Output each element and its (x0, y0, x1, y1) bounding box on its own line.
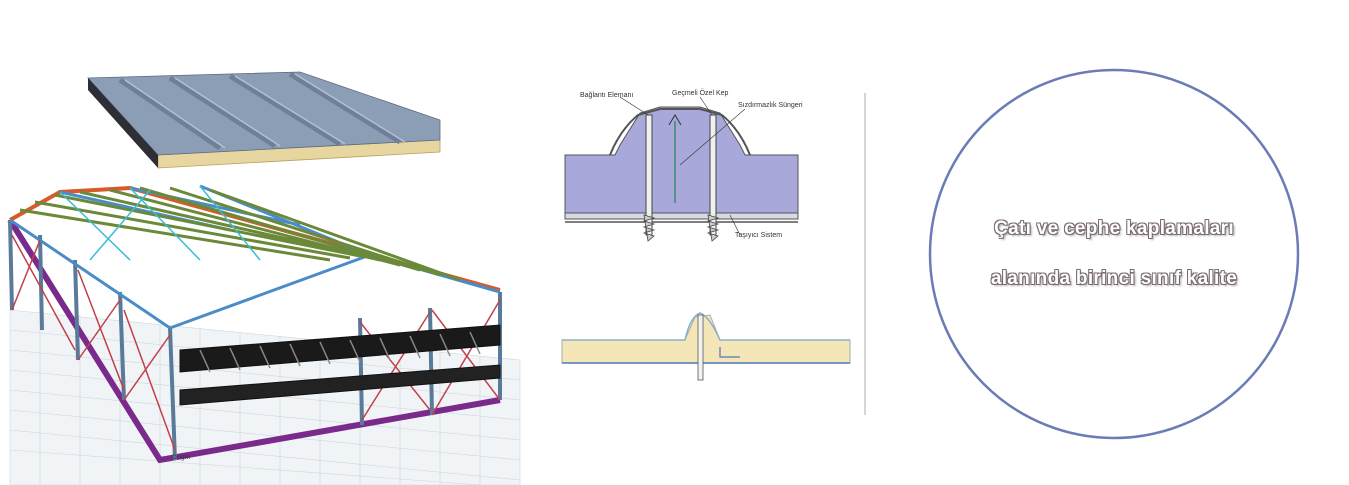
cap-label: Geçmeli Özel Kep (672, 89, 729, 97)
circle-border (928, 68, 1300, 440)
slogan-line-2: alanında birinci sınıf kalite (990, 268, 1238, 289)
carrier-label: Taşıyıcı Sistem (735, 232, 782, 239)
slogan-circle: Çatı ve cephe kaplamaları alanında birin… (928, 68, 1300, 440)
slogan-line-1: Çatı ve cephe kaplamaları (994, 218, 1234, 239)
fastener-label: Bağlantı Elemanı (580, 92, 633, 99)
sponge-label: Sızdırmazlık Süngeri (738, 102, 803, 109)
roof-panel-section: Bağlantı Elemanı Geçmeli Özel Kep Sızdır… (564, 89, 803, 242)
slogan-text: Çatı ve cephe kaplamaları alanında birin… (928, 68, 1300, 440)
sandwich-panel (87, 71, 441, 169)
frame (7, 184, 502, 464)
wall-panel-section (561, 312, 851, 381)
steel-structure-illustration: Origin (7, 71, 521, 485)
screw-bottom (697, 314, 704, 381)
panel-section-diagram: Bağlantı Elemanı Geçmeli Özel Kep Sızdır… (561, 89, 866, 415)
origin-label: Origin (172, 454, 190, 461)
